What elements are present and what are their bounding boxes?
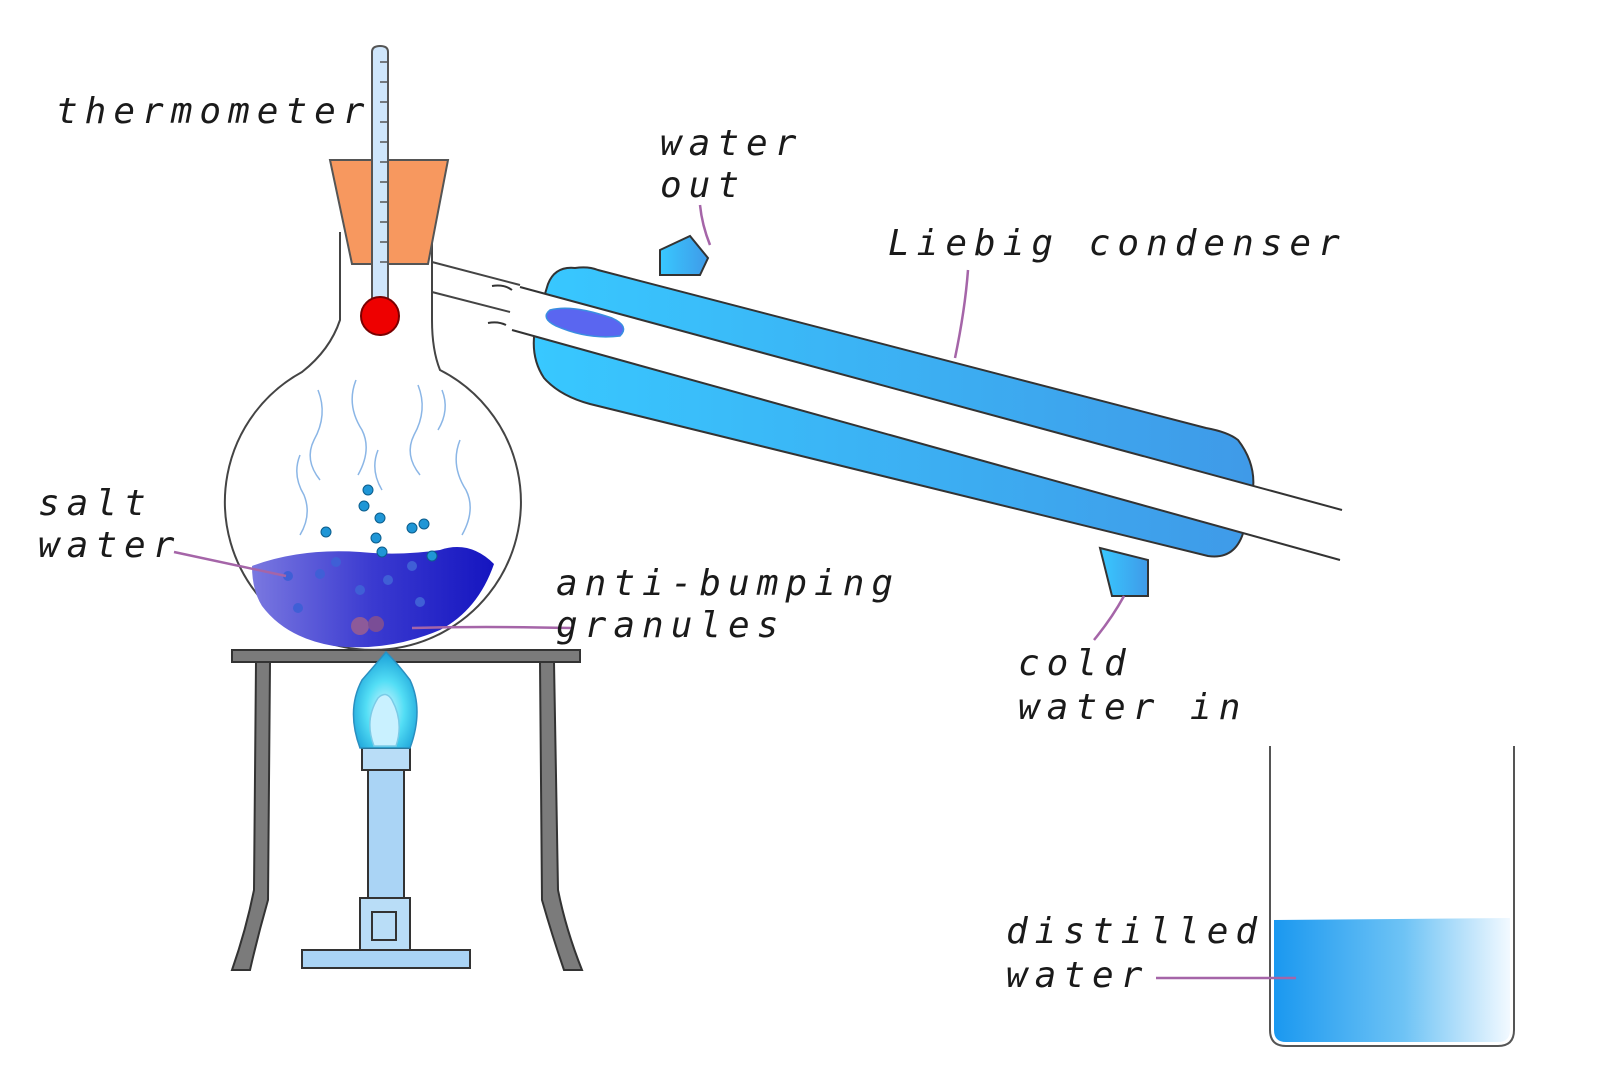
thermometer xyxy=(360,44,400,336)
round-bottom-flask xyxy=(223,232,522,651)
inner-flame xyxy=(369,693,400,747)
tripod-stand xyxy=(230,649,584,971)
anti-bumping-leader xyxy=(411,625,573,630)
burner-base xyxy=(301,949,471,969)
condenser-leader xyxy=(953,269,970,359)
anti-bumping-granule xyxy=(368,616,384,632)
beaker xyxy=(1269,746,1515,1047)
tripod-leg-left xyxy=(230,661,272,971)
delivery-tube xyxy=(431,261,521,313)
thermometer-bulb xyxy=(360,296,400,336)
salt-water-label-line1: salt xyxy=(38,483,153,524)
bunsen-burner xyxy=(301,650,471,969)
condensate-droplet xyxy=(545,307,625,338)
salt-water-liquid xyxy=(252,547,494,648)
water-out-label-line2: out xyxy=(660,165,747,206)
distilled-water-liquid xyxy=(1274,918,1510,1042)
cold-water-in-label-line2: water in xyxy=(1018,687,1248,728)
distilled-water-label-line2: water xyxy=(1006,955,1150,996)
anti-bumping-granule xyxy=(351,617,369,635)
anti-bumping-label-line2: granules xyxy=(556,605,786,646)
tripod-leg-right xyxy=(538,661,584,971)
leader-lines xyxy=(173,204,1296,980)
cold-water-in-leader xyxy=(1093,595,1126,641)
liebig-condenser-label: Liebig condenser xyxy=(888,223,1347,264)
cold-water-in-label-line1: cold xyxy=(1018,643,1133,684)
water-in-nozzle xyxy=(1098,546,1149,597)
salt-water-leader xyxy=(173,550,287,578)
burner-top xyxy=(361,747,411,771)
burner-collar xyxy=(359,897,411,951)
tripod-top xyxy=(231,649,581,663)
water-out-nozzle xyxy=(659,234,710,276)
water-out-leader xyxy=(698,204,712,246)
anti-bumping-label-line1: anti-bumping xyxy=(556,563,901,604)
burner-tube xyxy=(367,769,405,899)
salt-water-label-line2: water xyxy=(38,525,182,566)
liebig-condenser xyxy=(487,234,1343,597)
water-out-label-line1: water xyxy=(660,123,804,164)
distilled-water-label-line1: distilled xyxy=(1006,911,1265,952)
thermometer-label: thermometer xyxy=(56,91,372,132)
